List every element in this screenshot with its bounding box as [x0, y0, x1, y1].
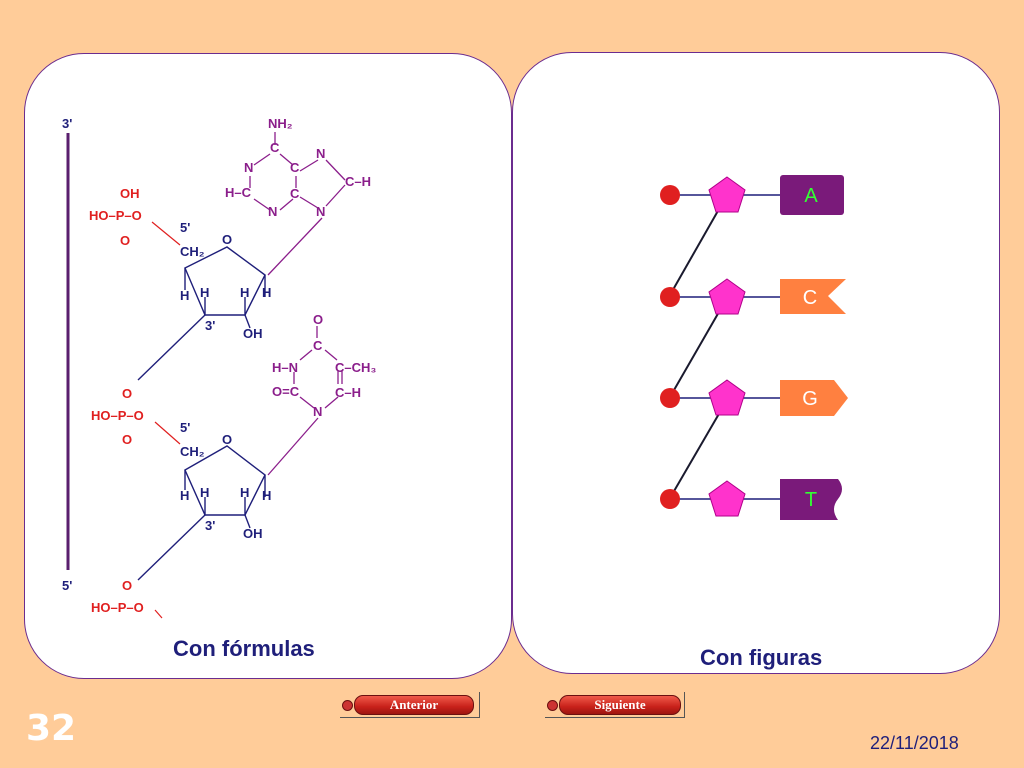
base-t-label: T: [805, 489, 817, 511]
sugar-1-o: O: [222, 232, 232, 247]
phosphate-3-core: HO–P–O: [91, 600, 144, 615]
figure-panel: [512, 52, 1000, 674]
next-bullet-icon: [547, 700, 558, 711]
formula-caption: Con fórmulas: [173, 636, 315, 661]
sugar-1-h2: H: [200, 285, 209, 300]
adenine-nh2: NH₂: [268, 116, 293, 131]
formula-panel: [24, 53, 512, 679]
sugar-pentagon-4: [708, 480, 746, 517]
adenine-n3: N: [268, 204, 277, 219]
thymine-n: N: [313, 404, 322, 419]
phosphate-1: OH HO–P–O O: [89, 186, 181, 248]
adenine: [249, 132, 346, 276]
previous-bullet-icon: [342, 700, 353, 711]
previous-button-label[interactable]: Anterior: [354, 695, 474, 715]
sugar-1-h4: H: [262, 285, 271, 300]
phosphate-3-o: O: [122, 578, 132, 593]
adenine-n1: N: [244, 160, 253, 175]
sugar-2-oh: OH: [243, 526, 263, 541]
sugar-2-h1: H: [180, 488, 189, 503]
sugar-1-oh: OH: [243, 326, 263, 341]
sugar-1-ch2: CH₂: [180, 244, 205, 259]
thymine-hn: H–N: [272, 360, 298, 375]
phosphate-2-core: HO–P–O: [91, 408, 144, 423]
strand-5prime: 5': [62, 578, 72, 593]
sugar-1-h1: H: [180, 288, 189, 303]
adenine-c2: C: [290, 160, 300, 175]
sugar-2-c3: 3': [205, 518, 215, 533]
sugar-1-c5: 5': [180, 220, 190, 235]
sugar-2-o: O: [222, 432, 232, 447]
sugar-2-h2: H: [200, 485, 209, 500]
adenine-n2: N: [316, 146, 325, 161]
phosphate-1-oh: OH: [120, 186, 140, 201]
phosphate-1-core: HO–P–O: [89, 208, 142, 223]
previous-button[interactable]: Anterior: [340, 692, 480, 718]
phosphate-dot-2: [660, 287, 680, 307]
base-g-label: G: [802, 388, 818, 410]
sugar-1-h3: H: [240, 285, 249, 300]
sugar-1-c3: 3': [205, 318, 215, 333]
phosphate-dot-3: [660, 388, 680, 408]
figure-backbone: [669, 194, 728, 499]
phosphate-3: O HO–P–O: [91, 578, 163, 619]
base-c-label: C: [803, 287, 817, 309]
strand-3prime: 3': [62, 116, 72, 131]
base-t-shape: [780, 479, 842, 520]
sugar-2-h3: H: [240, 485, 249, 500]
sugar-2-c5: 5': [180, 420, 190, 435]
thymine-c1: C: [313, 338, 323, 353]
base-c-shape: [780, 279, 846, 314]
phosphate-dot-4: [660, 489, 680, 509]
adenine-c1: C: [270, 140, 280, 155]
sugar-1: [137, 246, 266, 381]
slide-date: 22/11/2018: [870, 733, 959, 753]
adenine-ch-right: C–H: [345, 174, 371, 189]
base-a-shape: [780, 175, 844, 215]
sugar-2-h4: H: [262, 488, 271, 503]
sugar-pentagon-3: [708, 379, 746, 416]
base-a-label: A: [804, 185, 818, 207]
phosphate-dot-1: [660, 185, 680, 205]
figure-diagram: A C G T: [660, 175, 848, 520]
phosphate-2-o-top: O: [122, 386, 132, 401]
next-button[interactable]: Siguiente: [545, 692, 685, 718]
thymine-oc: O=C: [272, 384, 300, 399]
base-g-shape: [780, 380, 848, 416]
sugar-pentagon-2: [708, 278, 746, 315]
adenine-n4: N: [316, 204, 325, 219]
phosphate-1-o: O: [120, 233, 130, 248]
thymine-ch: C–H: [335, 385, 361, 400]
thymine-ch3: C–CH₃: [335, 360, 376, 375]
thymine-o-top: O: [313, 312, 323, 327]
figure-caption: Con figuras: [700, 645, 823, 670]
figure-connectors: [670, 194, 782, 500]
formula-diagram: 3' 5' OH HO–P–O O 5' CH₂ O H H H H 3' OH: [62, 116, 376, 619]
thymine: [267, 326, 343, 476]
adenine-hc-left: H–C: [225, 185, 252, 200]
sugar-2: [137, 445, 266, 581]
slide-number: 32: [26, 708, 77, 749]
sugar-pentagon-1: [708, 176, 746, 213]
phosphate-2: O HO–P–O O: [91, 386, 181, 447]
phosphate-2-o-bottom: O: [122, 432, 132, 447]
next-button-label[interactable]: Siguiente: [559, 695, 681, 715]
sugar-2-ch2: CH₂: [180, 444, 205, 459]
adenine-c3: C: [290, 186, 300, 201]
